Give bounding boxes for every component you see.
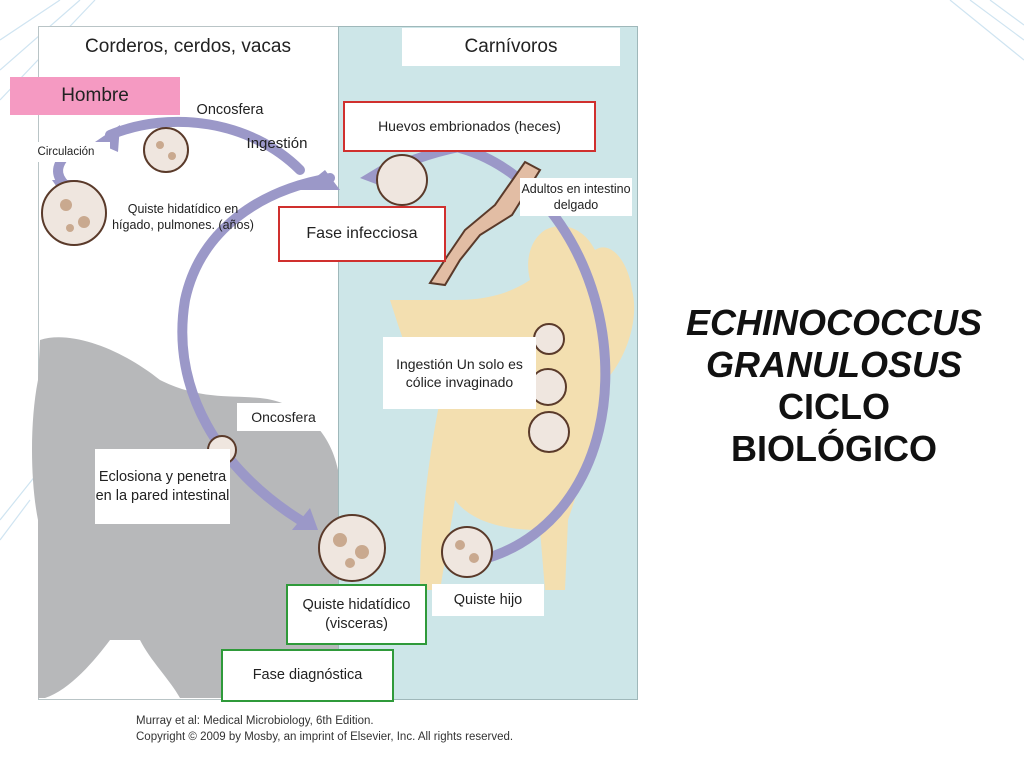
label-circulation: Circulación [22,142,110,162]
label-diagnostic-phase: Fase diagnóstica [221,649,394,702]
arrowhead-right-top [300,170,340,190]
label-oncosphere-mid: Oncosfera [237,403,330,431]
label-ingestion-top: Ingestión [246,135,308,152]
label-adult-worms: Adultos en intestino delgado [520,178,632,216]
egg-drawing [376,154,428,206]
slide-title: ECHINOCOCCUS GRANULOSUS CICLO BIOLÓGICO [656,302,1012,470]
label-daughter-cyst: Quiste hijo [432,584,544,616]
dog-oncosphere-drawing-1 [533,323,565,355]
header-carnivores: Carnívoros [402,28,620,66]
label-human-cyst: Quiste hidatídico en hígado, pulmones. (… [112,201,254,232]
header-intermediate-hosts: Corderos, cerdos, vacas [42,28,334,66]
title-line-4: BIOLÓGICO [731,428,937,470]
hydatid-cyst-drawing [318,514,386,582]
label-hydatid-cyst: Quiste hidatídico (visceras) [286,584,427,645]
daughter-cyst-drawing [441,526,493,578]
human-label: Hombre [10,77,180,115]
label-oncosphere-top: Oncosfera [196,102,264,118]
label-hatches: Eclosiona y penetra en la pared intestin… [95,449,230,524]
title-line-2: GRANULOSUS [705,344,962,386]
label-ingestion-dog: Ingestión Un solo es cólice invaginado [383,337,536,409]
title-line-1: ECHINOCOCCUS [685,302,982,343]
arrow-human-ingestion [105,116,305,175]
title-line-3: CICLO [778,386,890,428]
human-cyst-drawing [41,180,107,246]
source-credit: Murray et al: Medical Microbiology, 6th … [136,715,514,743]
arrow-ingestion-intermediate [177,173,335,525]
oncosphere-top-drawing [143,127,189,173]
arrowhead-intermediate [292,508,318,530]
dog-oncosphere-drawing-3 [528,411,570,453]
label-embryonated-eggs: Huevos embrionados (heces) [343,101,596,152]
arrowhead-human [95,125,120,152]
label-infective-phase: Fase infecciosa [278,206,446,262]
